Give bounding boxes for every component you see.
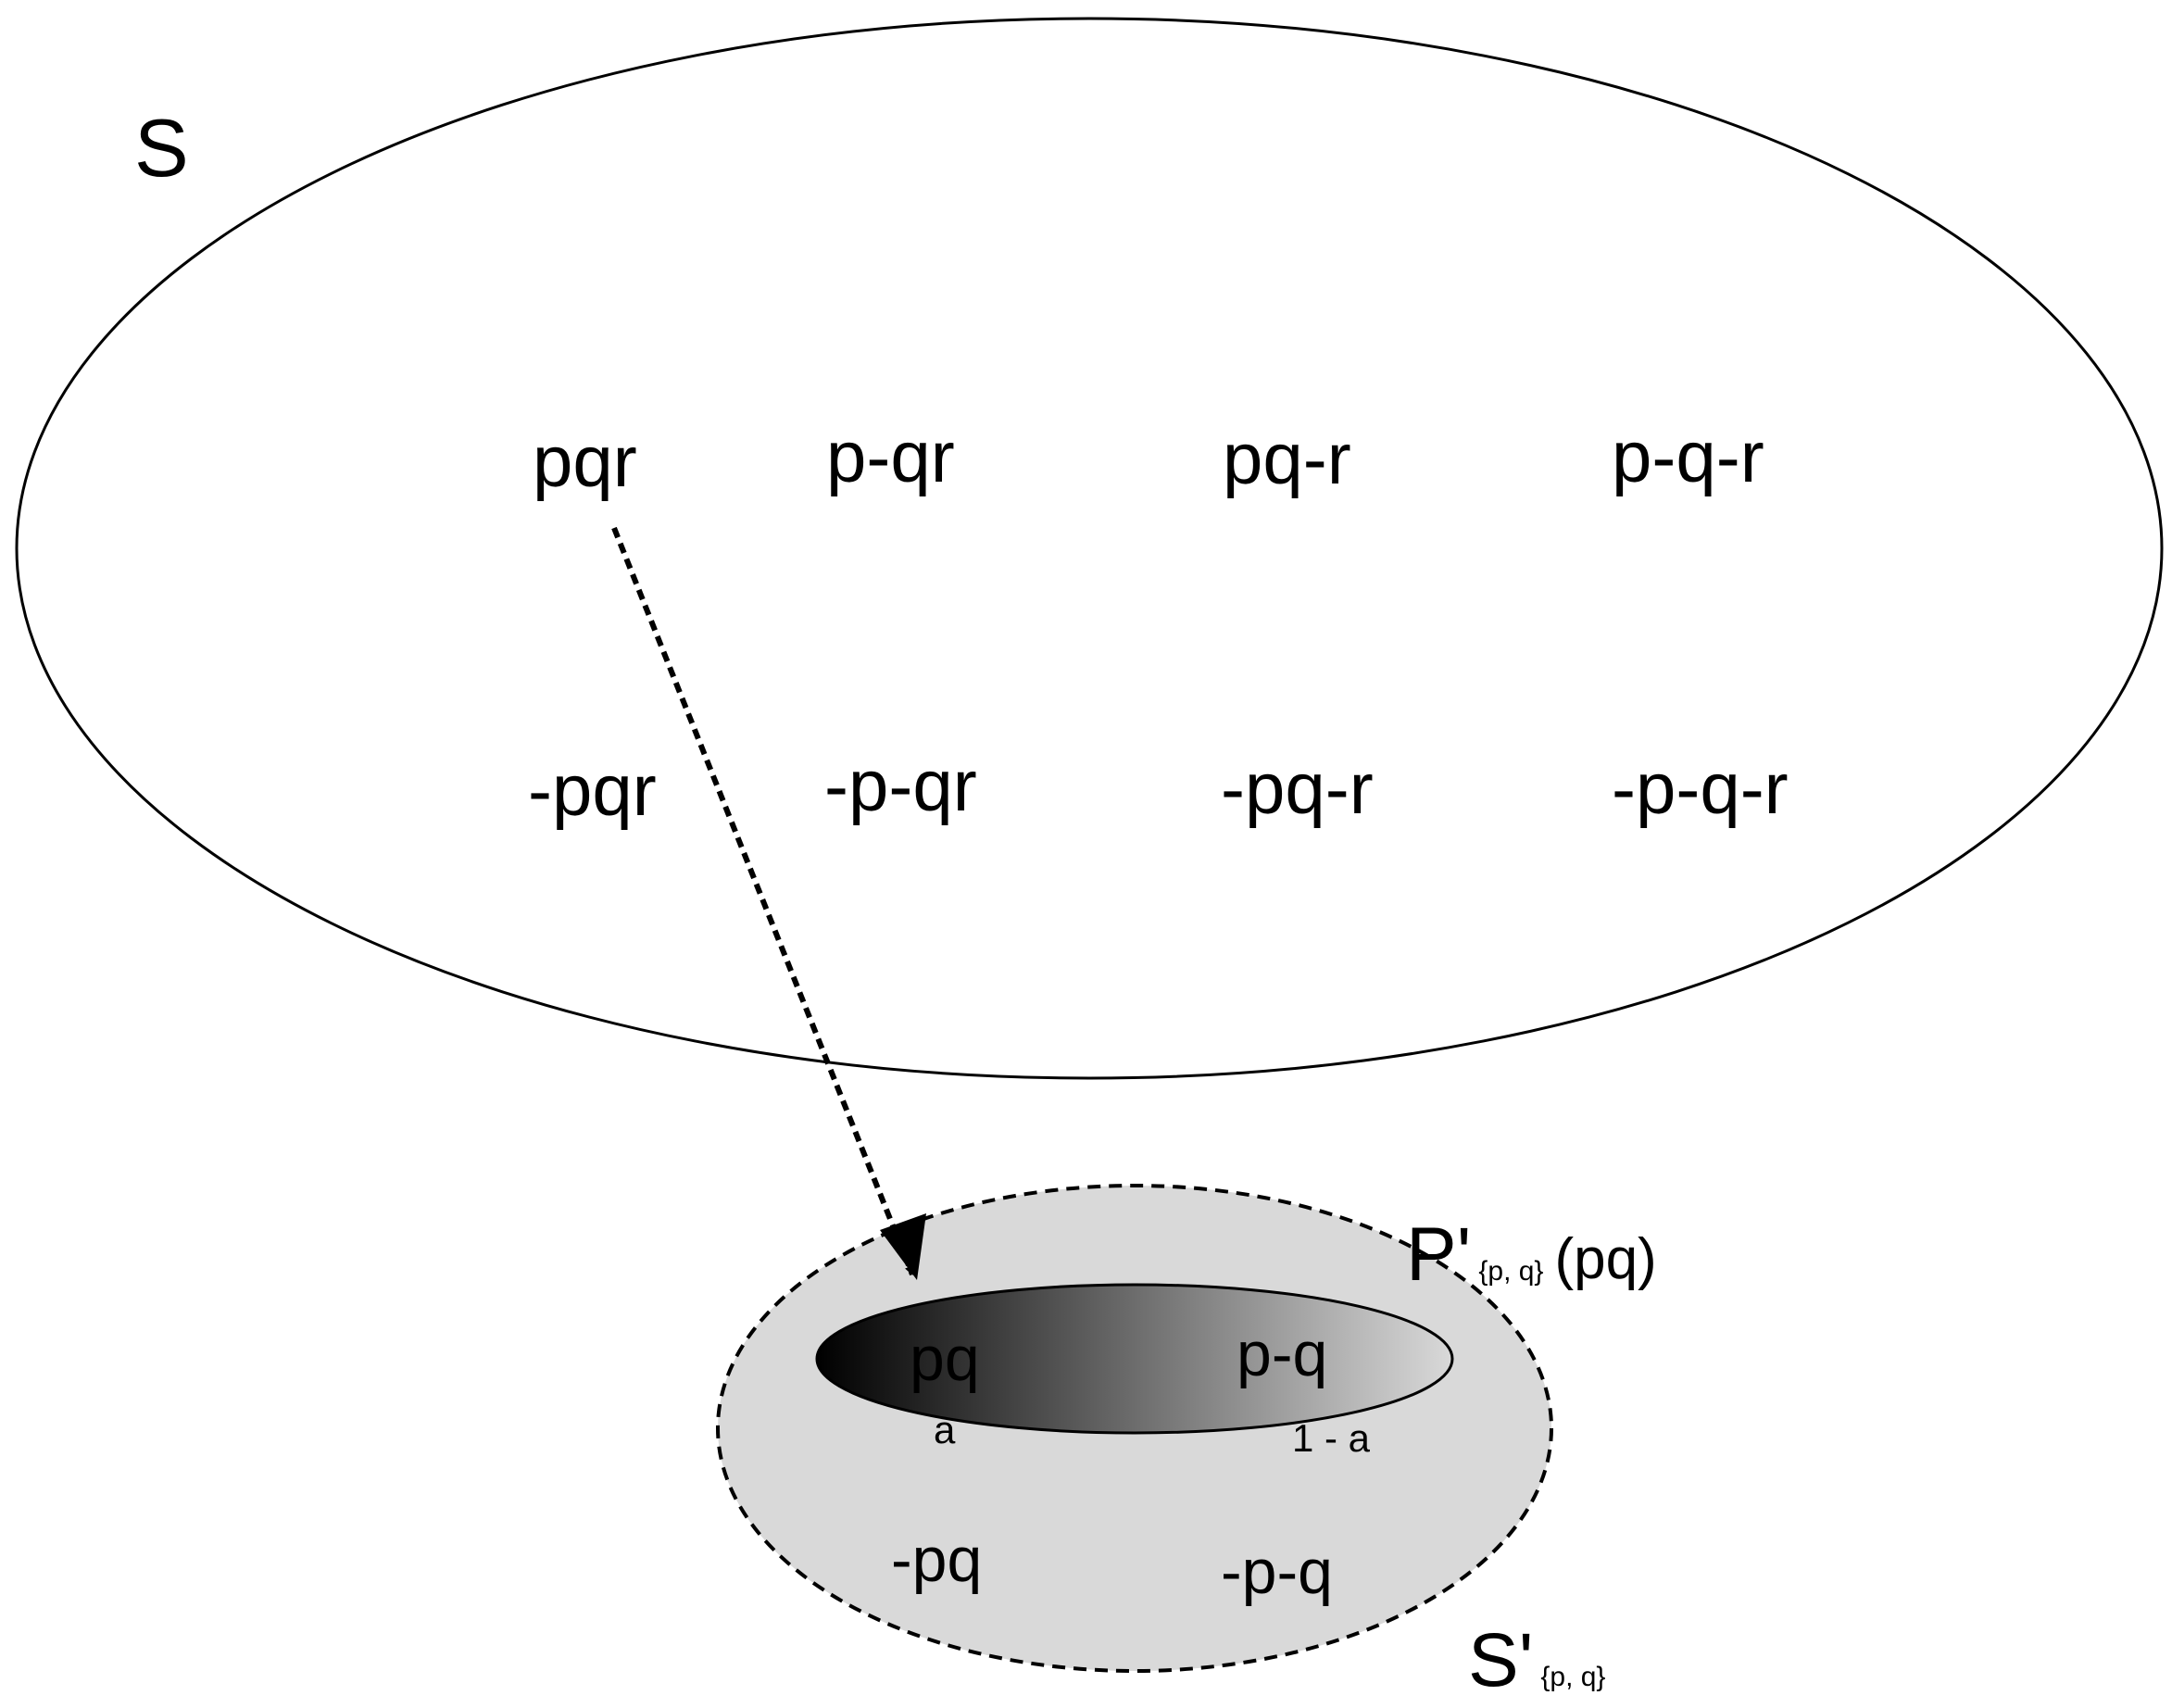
state-p-q: p-q — [1237, 1319, 1327, 1389]
state-pqr: pqr — [533, 421, 637, 502]
state-pq: pq — [910, 1324, 980, 1394]
weight-one-minus-a: 1 - a — [1292, 1416, 1371, 1460]
reduced-set-label: S'{p, q} — [1468, 1618, 1605, 1702]
state-p-q-r: p-q-r — [1612, 416, 1764, 497]
weight-a: a — [934, 1408, 956, 1451]
reduced-set-label-sub: {p, q} — [1540, 1662, 1605, 1692]
image-label-main: P' — [1406, 1212, 1471, 1297]
outer-set-ellipse — [15, 17, 2164, 1080]
state-neg-pqr: -pqr — [528, 749, 657, 831]
reduced-set-label-main: S' — [1468, 1618, 1533, 1702]
state-neg-pq-r: -pq-r — [1221, 747, 1374, 829]
image-label-arg: (pq) — [1554, 1227, 1656, 1291]
state-p-qr: p-qr — [826, 416, 955, 497]
mapping-arrow — [611, 526, 915, 1276]
mapping-arrowhead — [880, 1213, 926, 1280]
state-neg-p-q-r: -p-q-r — [1612, 747, 1789, 829]
state-neg-p-q: -p-q — [1221, 1537, 1333, 1607]
state-pq-r: pq-r — [1223, 418, 1351, 499]
image-label: P'{p, q} (pq) — [1406, 1212, 1657, 1297]
state-neg-pq: -pq — [891, 1525, 982, 1595]
outer-set-label: S — [134, 102, 189, 194]
image-label-sub: {p, q} — [1478, 1256, 1543, 1287]
state-neg-p-qr: -p-qr — [824, 745, 977, 826]
image-ellipse — [815, 1283, 1454, 1435]
